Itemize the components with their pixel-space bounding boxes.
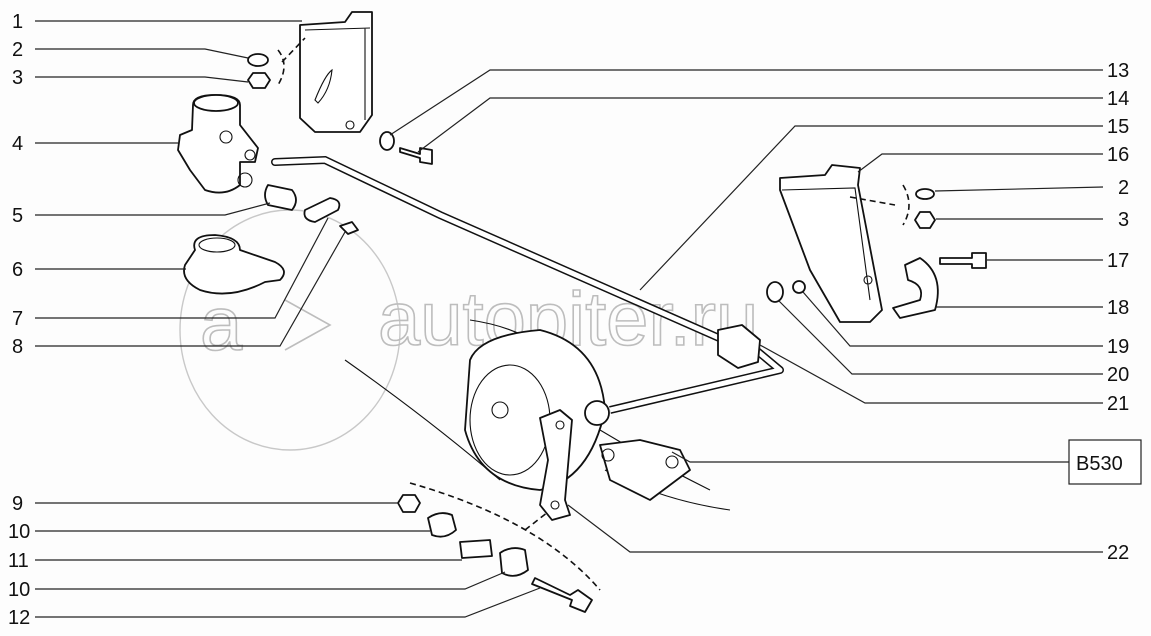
sleeve-part-11 [459,539,493,559]
washer-part-19 [792,280,806,294]
callout-8: 8 [12,336,23,358]
nut-part-9 [397,494,421,513]
bracket-part-16 [779,164,883,323]
reference-code: B530 [1076,453,1123,475]
callout-1: 1 [12,11,23,33]
plate-part-7 [303,197,341,223]
callout-19: 19 [1107,336,1129,358]
callout-9: 9 [12,493,23,515]
right-callouts: 13 14 15 16 2 3 17 18 19 20 21 22 [1107,60,1129,564]
callout-2-right: 2 [1118,177,1129,199]
callout-16: 16 [1107,144,1129,166]
callout-20: 20 [1107,364,1129,386]
assembly-arrow [281,37,306,63]
callout-14: 14 [1107,88,1129,110]
callout-10: 10 [8,521,30,543]
callout-3: 3 [12,67,23,89]
rod-bushing-part-21 [717,324,761,369]
nut-part-3-right [914,211,936,229]
washer-part-13 [379,131,395,151]
clamp-part-18 [892,257,939,319]
rod-end-eye [584,400,610,426]
callout-5: 5 [12,205,23,227]
reference-code-box: B530 [1068,439,1142,485]
callout-22: 22 [1107,542,1129,564]
callout-6: 6 [12,259,23,281]
bushing-part-10b [499,547,529,577]
bushing-part-5 [264,184,297,211]
right-leader-lines [389,69,1104,553]
callout-15: 15 [1107,116,1129,138]
nut-part-20 [766,281,784,303]
svg-text:a: a [200,282,243,367]
callout-18: 18 [1107,297,1129,319]
callout-10b: 10 [8,579,30,601]
callout-4: 4 [12,133,23,155]
bushing-part-10 [427,512,457,538]
nut-part-3 [247,72,271,89]
bolt-part-12 [531,577,593,613]
callout-3-right: 3 [1118,209,1129,231]
watermark-logo: a autopiter.ru [179,209,759,451]
callout-13: 13 [1107,60,1129,82]
bolt-part-17 [939,252,987,269]
cover-part-6 [183,234,285,295]
bracket-part-1 [299,11,373,133]
callout-17: 17 [1107,250,1129,272]
bolt-part-8 [339,221,359,235]
callout-7: 7 [12,308,23,330]
link-part-22 [539,409,573,521]
left-callouts: 1 2 3 4 5 6 7 8 9 10 11 10 12 [8,11,30,629]
pressure-regulator-part-4 [177,94,259,194]
callout-2: 2 [12,39,23,61]
callout-11: 11 [8,550,29,572]
left-leader-lines [35,20,541,618]
rod-part-15 [271,155,784,414]
washer-part-2 [247,53,269,67]
washer-part-2-right [915,188,935,200]
callout-21: 21 [1107,393,1129,415]
callout-12: 12 [8,607,30,629]
bolt-part-14 [399,147,433,165]
